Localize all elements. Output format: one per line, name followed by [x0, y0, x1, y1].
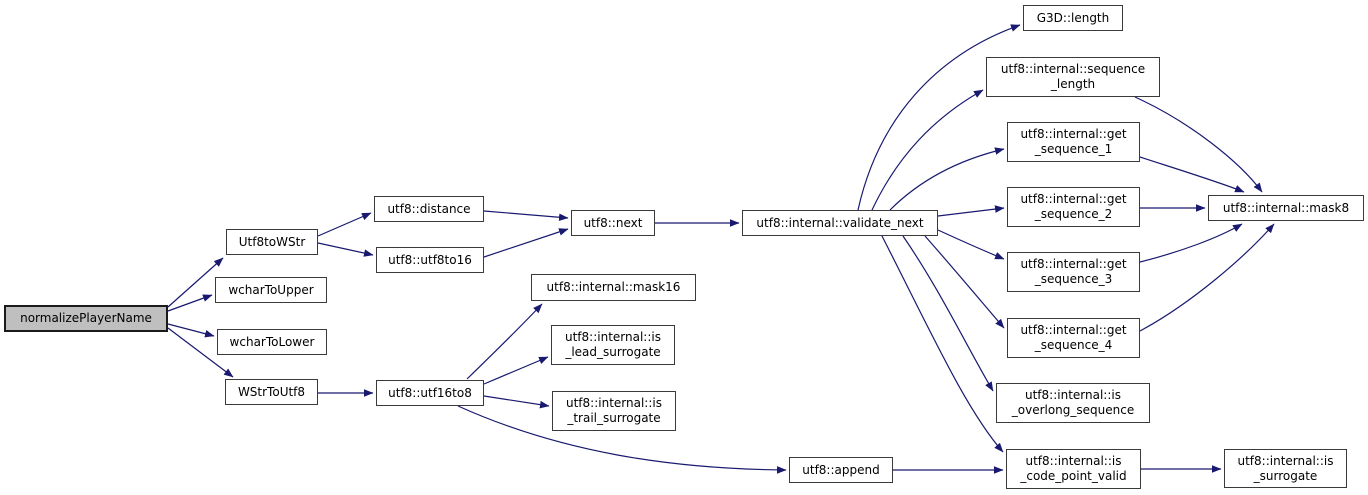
edge-sequence-length-to-mask8 — [1134, 96, 1263, 193]
edge-utf8-utf16to8-to-is-lead-surrogate — [483, 356, 549, 385]
node-wchar-to-lower[interactable]: wcharToLower — [217, 329, 327, 355]
edge-utf8-utf16to8-to-is-trail-surrogate — [483, 395, 550, 409]
edge-normalize-player-name-to-wstr-to-utf8 — [167, 327, 234, 378]
edge-utf8-utf16to8-to-mask16 — [466, 303, 543, 380]
edge-utf8-to-wstr-to-utf8-distance — [317, 212, 372, 237]
edge-validate-next-to-sequence-length — [871, 89, 984, 211]
node-wchar-to-upper[interactable]: wcharToUpper — [215, 277, 327, 303]
node-get-sequence-2[interactable]: utf8::internal::get _sequence_2 — [1007, 187, 1140, 227]
edge-validate-next-to-g3d-length — [857, 24, 1021, 211]
node-get-sequence-3[interactable]: utf8::internal::get _sequence_3 — [1007, 252, 1140, 292]
edge-validate-next-to-get-sequence-4 — [924, 235, 1005, 329]
edge-utf8-distance-to-utf8-next — [483, 210, 569, 222]
edge-get-sequence-1-to-mask8 — [1139, 156, 1245, 193]
edge-utf8-utf16to8-to-utf8-append — [457, 405, 787, 474]
node-utf8-next[interactable]: utf8::next — [571, 210, 655, 236]
node-utf8-append[interactable]: utf8::append — [789, 457, 893, 483]
node-utf8-distance[interactable]: utf8::distance — [374, 196, 484, 222]
node-validate-next[interactable]: utf8::internal::validate_next — [742, 210, 938, 236]
edge-utf8-utf8to16-to-utf8-next — [483, 228, 569, 258]
edge-validate-next-to-is-code-point-valid — [881, 235, 1004, 453]
node-get-sequence-1[interactable]: utf8::internal::get _sequence_1 — [1007, 122, 1140, 162]
edge-validate-next-to-get-sequence-3 — [937, 229, 1005, 260]
node-normalize-player-name: normalizePlayerName — [4, 305, 168, 332]
node-g3d-length[interactable]: G3D::length — [1023, 5, 1123, 31]
edge-validate-next-to-get-sequence-1 — [889, 147, 1005, 211]
node-mask16[interactable]: utf8::internal::mask16 — [531, 274, 696, 301]
node-get-sequence-4[interactable]: utf8::internal::get _sequence_4 — [1007, 318, 1140, 358]
node-sequence-length[interactable]: utf8::internal::sequence _length — [986, 57, 1160, 97]
node-is-lead-surrogate[interactable]: utf8::internal::is _lead_surrogate — [551, 325, 675, 365]
edge-get-sequence-3-to-mask8 — [1139, 223, 1243, 263]
edge-get-sequence-4-to-mask8 — [1139, 223, 1275, 332]
edge-validate-next-to-get-sequence-2 — [937, 205, 1005, 217]
edge-utf8-to-wstr-to-utf8-utf8to16 — [317, 242, 374, 257]
node-is-overlong-sequence[interactable]: utf8::internal::is _overlong_sequence — [996, 383, 1150, 423]
edge-normalize-player-name-to-wchar-to-upper — [167, 294, 213, 312]
node-is-code-point-valid[interactable]: utf8::internal::is _code_point_valid — [1006, 449, 1141, 489]
node-utf8-utf8to16[interactable]: utf8::utf8to16 — [376, 247, 484, 273]
node-is-trail-surrogate[interactable]: utf8::internal::is _trail_surrogate — [552, 391, 676, 431]
edge-validate-next-to-is-overlong-sequence — [902, 235, 994, 392]
node-is-surrogate[interactable]: utf8::internal::is _surrogate — [1224, 449, 1347, 488]
node-wstr-to-utf8[interactable]: WStrToUtf8 — [225, 379, 318, 405]
node-utf8-to-wstr[interactable]: Utf8toWStr — [226, 229, 318, 255]
node-mask8[interactable]: utf8::internal::mask8 — [1208, 195, 1364, 221]
node-utf8-utf16to8[interactable]: utf8::utf16to8 — [376, 380, 484, 406]
edge-normalize-player-name-to-wchar-to-lower — [167, 323, 215, 338]
edge-normalize-player-name-to-utf8-to-wstr — [167, 257, 224, 308]
